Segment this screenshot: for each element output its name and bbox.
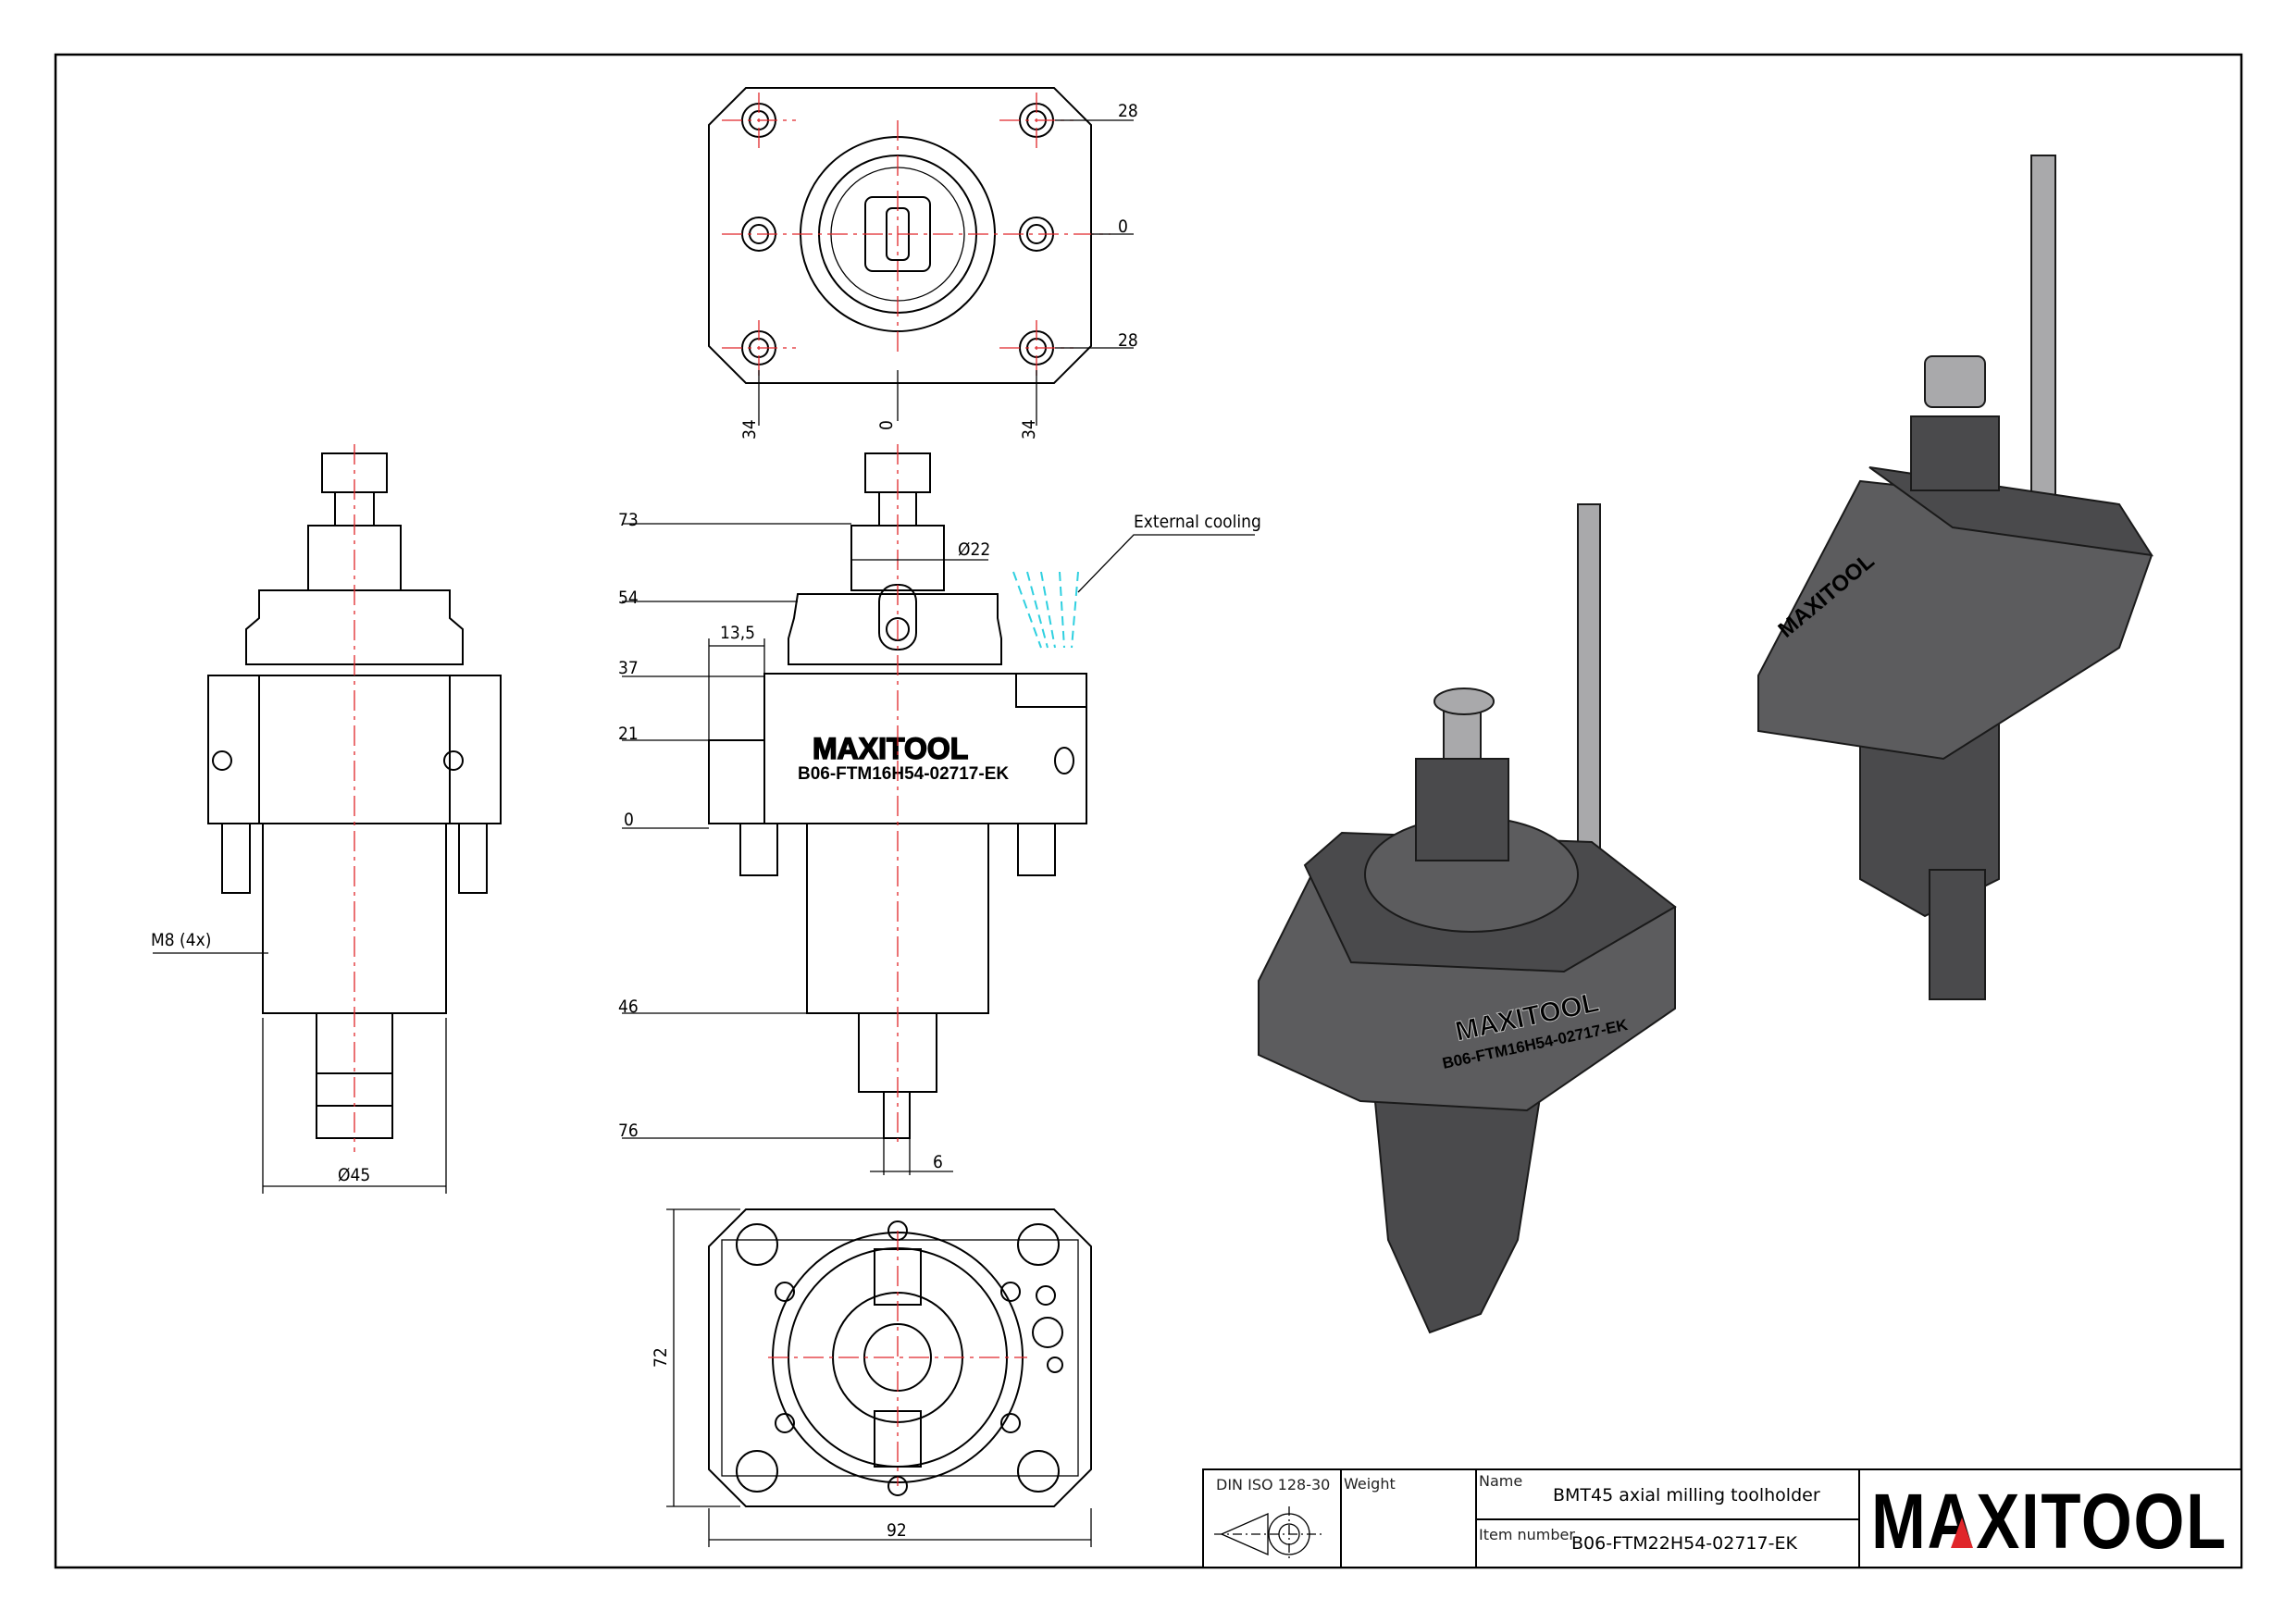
dim-76: 76 [618, 1121, 639, 1141]
dim-0: 0 [624, 810, 634, 830]
title-block: DIN ISO 128-30 Weight Name BMT45 axial m… [1202, 1468, 2242, 1568]
name-value: BMT45 axial milling toolholder [1553, 1485, 1820, 1505]
dim-46: 46 [618, 997, 639, 1017]
external-cooling-callout: External cooling [1134, 512, 1261, 532]
dim-72: 72 [651, 1347, 671, 1368]
top-view: 28 0 28 34 0 34 [708, 87, 1138, 440]
dim-top-28b: 28 [1118, 330, 1138, 351]
side-view: M8 (4x) Ø45 [151, 444, 502, 1194]
dim-m8-4x: M8 (4x) [151, 930, 211, 950]
dim-diameter-45: Ø45 [338, 1165, 370, 1185]
dim-top-0-x: 0 [876, 420, 897, 430]
front-engraving-logo: MAXITOOL [813, 732, 968, 765]
front-view: MAXITOOL B06-FTM16H54-02717-EK 73 54 37 … [618, 444, 1261, 1175]
dim-92: 92 [887, 1520, 907, 1541]
sheet-border [54, 53, 2243, 1569]
name-label: Name [1479, 1472, 1522, 1490]
dim-top-34-right: 34 [1019, 419, 1039, 440]
isometric-view-rear: MAXITOOL [1757, 155, 2154, 1000]
dim-top-28: 28 [1118, 101, 1138, 121]
front-engraving-code: B06-FTM16H54-02717-EK [798, 764, 1009, 784]
dim-top-0: 0 [1118, 217, 1128, 237]
dim-top-34-left: 34 [739, 419, 760, 440]
weight-label: Weight [1344, 1475, 1396, 1493]
maxitool-logo: MAXITOOL [1871, 1478, 2228, 1565]
item-number-value: B06-FTM22H54-02717-EK [1571, 1533, 1797, 1554]
item-number-label: Item number [1479, 1526, 1575, 1543]
dim-6: 6 [933, 1152, 943, 1172]
isometric-view-front: MAXITOOL B06-FTM16H54-02717-EK [1258, 503, 1677, 1334]
dim-diameter-22: Ø22 [958, 539, 990, 560]
bottom-view: 72 92 [651, 1208, 1092, 1547]
dim-13-5: 13,5 [720, 623, 755, 643]
dim-54: 54 [618, 588, 639, 608]
dim-73: 73 [618, 510, 639, 530]
dim-37: 37 [618, 658, 639, 678]
projection-symbol-icon [1214, 1506, 1322, 1562]
logo-accent-icon [1951, 1518, 1973, 1548]
standard-label: DIN ISO 128-30 [1216, 1476, 1330, 1493]
dim-21: 21 [618, 724, 639, 744]
